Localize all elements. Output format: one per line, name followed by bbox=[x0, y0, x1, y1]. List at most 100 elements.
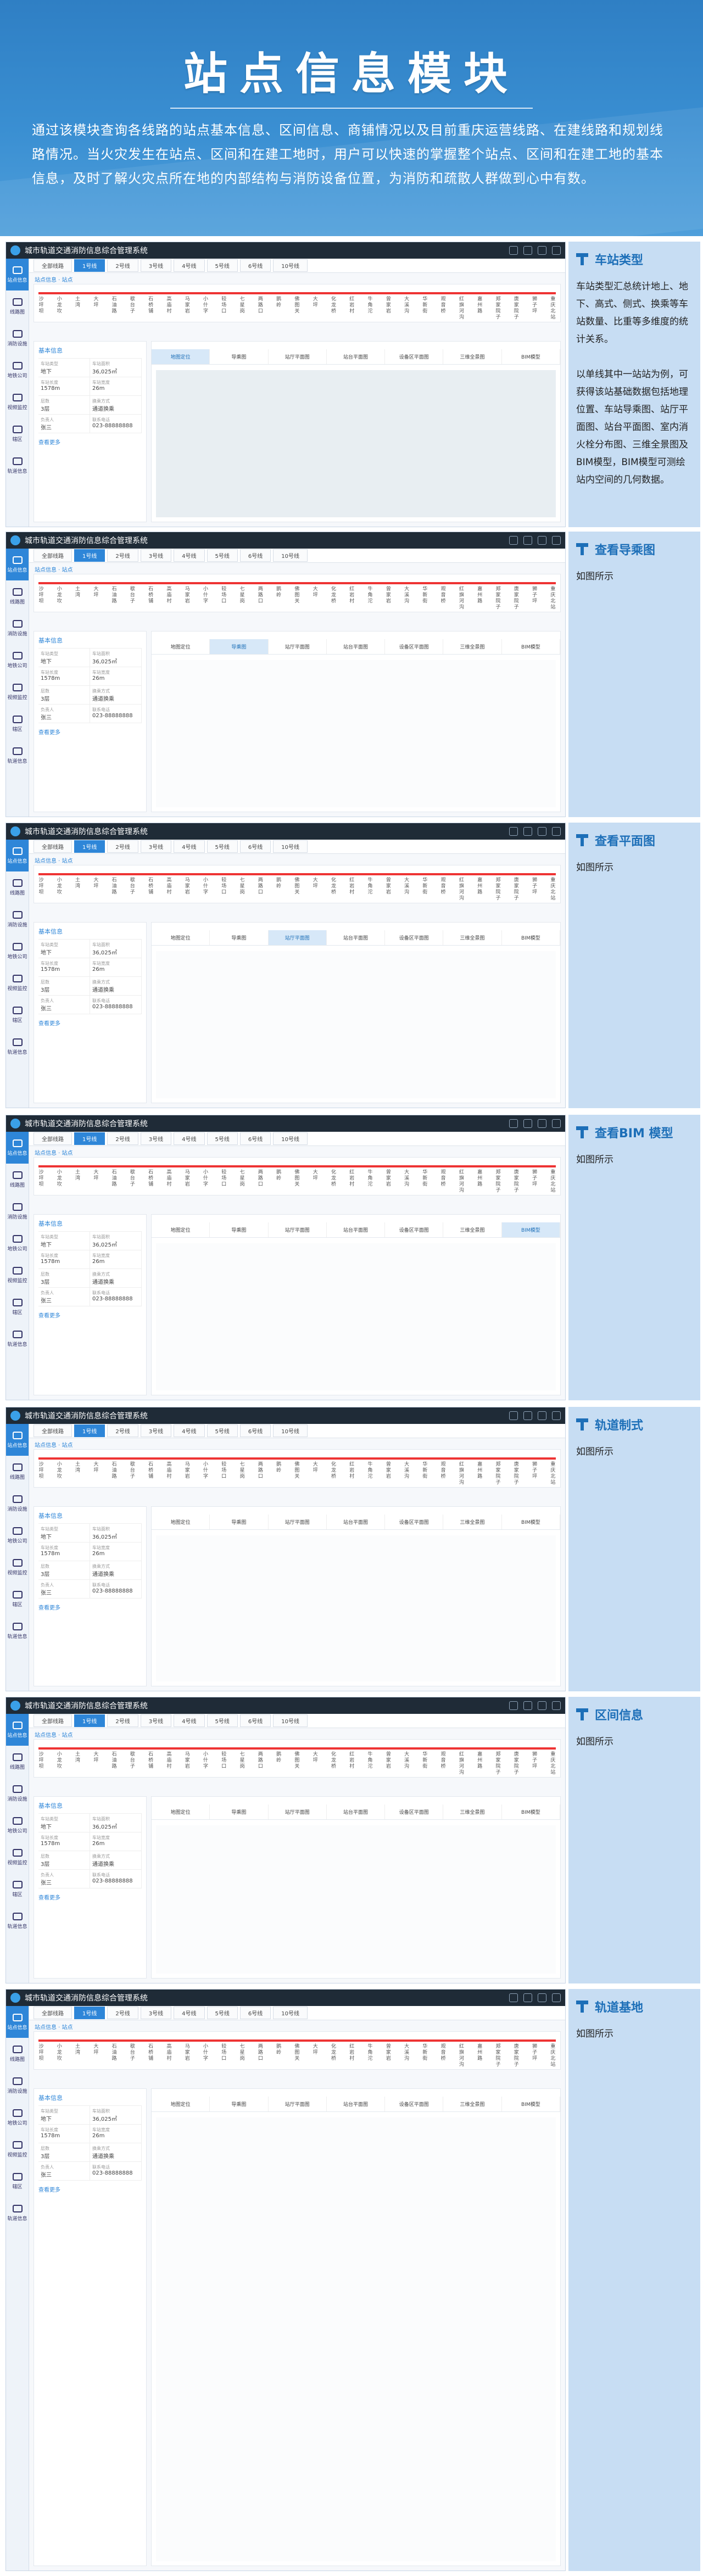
station-name[interactable]: 高庙村 bbox=[166, 1170, 172, 1187]
line-tab[interactable]: 10号线 bbox=[273, 1132, 308, 1145]
station-name[interactable]: 小龙坎 bbox=[57, 297, 62, 314]
view-tab[interactable]: 站台平面图 bbox=[327, 639, 386, 654]
line-tab[interactable]: 3号线 bbox=[140, 1132, 172, 1145]
user-icon[interactable] bbox=[538, 1993, 546, 2002]
bell-icon[interactable] bbox=[523, 1993, 532, 2002]
station-name[interactable]: 牛角沱 bbox=[367, 1752, 373, 1769]
station-name[interactable]: 重庆北站 bbox=[550, 1462, 556, 1485]
station-name[interactable]: 土湾 bbox=[75, 586, 81, 598]
view-tab[interactable]: 站厅平面图 bbox=[269, 1804, 327, 1819]
nav-item[interactable]: 线路图 bbox=[6, 580, 29, 612]
bell-icon[interactable] bbox=[523, 1411, 532, 1420]
nav-item[interactable]: 视频监控 bbox=[6, 1551, 29, 1583]
nav-item[interactable]: 站点信息 bbox=[6, 2006, 29, 2038]
view-tab[interactable]: 设备区平面图 bbox=[385, 1515, 444, 1529]
station-name[interactable]: 化龙桥 bbox=[331, 1170, 336, 1187]
station-name[interactable]: 马家岩 bbox=[185, 878, 190, 895]
station-name[interactable]: 歇台子 bbox=[130, 1170, 135, 1187]
station-name[interactable]: 大坪 bbox=[93, 1752, 99, 1763]
user-icon[interactable] bbox=[538, 536, 546, 545]
line-tab[interactable]: 全部线路 bbox=[34, 1424, 72, 1437]
view-tab[interactable]: 站厅平面图 bbox=[269, 2097, 327, 2111]
station-name[interactable]: 较场口 bbox=[221, 2044, 227, 2061]
bell-icon[interactable] bbox=[523, 1701, 532, 1710]
station-name[interactable]: 曾家岩 bbox=[386, 1752, 391, 1769]
station-name[interactable]: 小什字 bbox=[203, 878, 209, 895]
more-link[interactable]: 查看更多 bbox=[38, 1021, 60, 1027]
station-name[interactable]: 佛图关 bbox=[294, 1462, 300, 1479]
nav-item[interactable]: 线路图 bbox=[6, 2038, 29, 2070]
line-tab[interactable]: 10号线 bbox=[273, 1424, 308, 1437]
station-name[interactable]: 红岩村 bbox=[349, 586, 355, 604]
station-name[interactable]: 歇台子 bbox=[130, 1752, 135, 1769]
bell-icon[interactable] bbox=[523, 246, 532, 255]
station-name[interactable]: 大坪 bbox=[93, 297, 99, 308]
view-tab[interactable]: 三维全景图 bbox=[443, 930, 502, 945]
station-name[interactable]: 大坪 bbox=[313, 1170, 318, 1181]
station-name[interactable]: 佛图关 bbox=[294, 586, 300, 604]
station-name[interactable]: 较场口 bbox=[221, 1170, 227, 1187]
station-name[interactable]: 两路口 bbox=[258, 1170, 263, 1187]
line-tab[interactable]: 2号线 bbox=[107, 259, 138, 272]
user-icon[interactable] bbox=[538, 1411, 546, 1420]
view-tab[interactable]: BIM模型 bbox=[502, 930, 560, 945]
nav-item[interactable]: 地铁公司 bbox=[6, 354, 29, 386]
station-name[interactable]: 郑家院子 bbox=[495, 1170, 501, 1193]
view-tab[interactable]: 站台平面图 bbox=[327, 1222, 386, 1237]
station-name[interactable]: 石桥铺 bbox=[148, 297, 154, 314]
station-name[interactable]: 红岩村 bbox=[349, 1752, 355, 1769]
line-tab[interactable]: 6号线 bbox=[239, 259, 271, 272]
fullscreen-icon[interactable] bbox=[552, 1993, 561, 2002]
station-name[interactable]: 石桥铺 bbox=[148, 1462, 154, 1479]
station-name[interactable]: 两路口 bbox=[258, 586, 263, 604]
station-name[interactable]: 大坪 bbox=[313, 586, 318, 598]
station-name[interactable]: 曾家岩 bbox=[386, 878, 391, 895]
station-name[interactable]: 华新街 bbox=[422, 878, 428, 895]
station-name[interactable]: 郑家院子 bbox=[495, 586, 501, 610]
station-name[interactable]: 郑家院子 bbox=[495, 297, 501, 320]
station-name[interactable]: 大溪沟 bbox=[404, 2044, 410, 2061]
nav-item[interactable]: 地铁公司 bbox=[6, 1519, 29, 1551]
line-tab[interactable]: 1号线 bbox=[74, 1132, 105, 1145]
view-tab[interactable]: 三维全景图 bbox=[443, 1222, 502, 1237]
view-tab[interactable]: BIM模型 bbox=[502, 2097, 560, 2111]
line-tab[interactable]: 5号线 bbox=[207, 549, 238, 562]
station-name[interactable]: 红岩村 bbox=[349, 1462, 355, 1479]
nav-item[interactable]: 线路图 bbox=[6, 290, 29, 322]
line-tab[interactable]: 6号线 bbox=[239, 840, 271, 853]
station-name[interactable]: 唐家院子 bbox=[514, 2044, 519, 2067]
station-name[interactable]: 马家岩 bbox=[185, 1462, 190, 1479]
station-name[interactable]: 两路口 bbox=[258, 297, 263, 314]
view-tab[interactable]: 三维全景图 bbox=[443, 1804, 502, 1819]
view-tab[interactable]: 地图定位 bbox=[152, 930, 210, 945]
line-tab[interactable]: 6号线 bbox=[239, 1424, 271, 1437]
station-name[interactable]: 郑家院子 bbox=[495, 1462, 501, 1485]
view-tab[interactable]: 站台平面图 bbox=[327, 930, 386, 945]
station-name[interactable]: 牛角沱 bbox=[367, 878, 373, 895]
nav-item[interactable]: 辖区 bbox=[6, 2165, 29, 2197]
line-tab[interactable]: 3号线 bbox=[140, 840, 172, 853]
station-name[interactable]: 观音桥 bbox=[440, 1170, 446, 1187]
view-tab[interactable]: BIM模型 bbox=[502, 1515, 560, 1529]
station-name[interactable]: 狮子坪 bbox=[532, 297, 538, 314]
station-name[interactable]: 土湾 bbox=[75, 878, 81, 889]
line-tab[interactable]: 全部线路 bbox=[34, 259, 72, 272]
nav-item[interactable]: 轨道信息 bbox=[6, 1323, 29, 1355]
nav-item[interactable]: 轨道信息 bbox=[6, 1905, 29, 1937]
nav-item[interactable]: 消防设施 bbox=[6, 322, 29, 354]
nav-item[interactable]: 站点信息 bbox=[6, 840, 29, 871]
more-link[interactable]: 查看更多 bbox=[38, 1313, 60, 1319]
station-name[interactable]: 七星岗 bbox=[239, 586, 245, 604]
nav-item[interactable]: 视频监控 bbox=[6, 2133, 29, 2165]
station-name[interactable]: 狮子坪 bbox=[532, 1752, 538, 1769]
line-tab[interactable]: 3号线 bbox=[140, 2007, 172, 2019]
station-name[interactable]: 石油路 bbox=[111, 878, 117, 895]
station-name[interactable]: 大溪沟 bbox=[404, 1462, 410, 1479]
nav-item[interactable]: 轨道信息 bbox=[6, 740, 29, 772]
station-name[interactable]: 马家岩 bbox=[185, 297, 190, 314]
station-name[interactable]: 鹅岭 bbox=[276, 586, 282, 598]
search-icon[interactable] bbox=[509, 1993, 518, 2002]
station-name[interactable]: 牛角沱 bbox=[367, 1170, 373, 1187]
view-tab[interactable]: 导乘图 bbox=[210, 639, 269, 654]
station-name[interactable]: 石桥铺 bbox=[148, 586, 154, 604]
